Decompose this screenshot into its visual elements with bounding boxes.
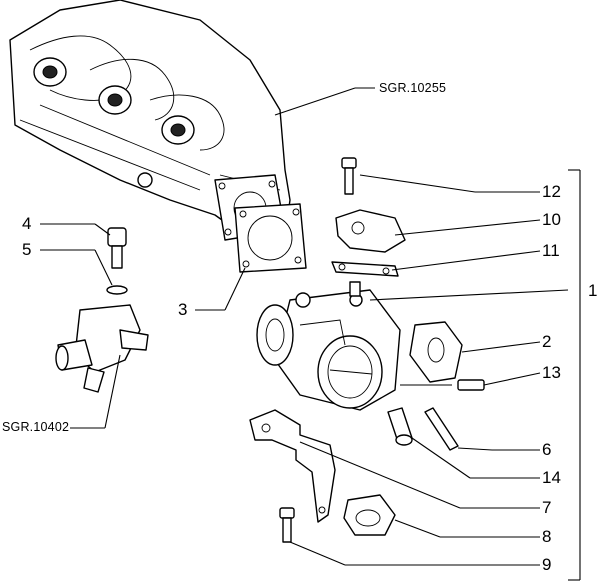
part-number-12: 12 [542,182,561,201]
part-number-8: 8 [542,527,552,546]
part-number-14: 14 [542,468,561,487]
part-number-6: 6 [542,440,552,459]
part-number-10: 10 [542,210,561,229]
part-number-3: 3 [178,300,188,319]
part-number-1: 1 [588,281,598,300]
part-number-2: 2 [542,332,552,351]
part-number-9: 9 [542,555,552,574]
sender-drawing [106,227,128,295]
intake-manifold-drawing [9,0,291,241]
gasket-drawing [234,203,307,273]
bracket-drawing [249,409,336,523]
part-number-7: 7 [542,498,552,517]
tps-sensor-drawing [331,157,406,277]
part-number-13: 13 [542,363,561,382]
ref-label-intake-manifold: SGR.10255 [379,81,447,95]
part-number-11: 11 [542,241,560,260]
part-number-4: 4 [22,214,32,233]
idle-actuator-drawing [409,321,485,391]
throttle-body-drawing [256,281,401,411]
part-number-5: 5 [22,240,32,259]
sensor-and-bolt-drawing [387,407,459,451]
leader-lines [40,87,581,581]
water-fitting-drawing [55,304,149,393]
ref-label-water-fitting: SGR.10402 [2,420,70,434]
clamp-drawing [279,494,396,543]
